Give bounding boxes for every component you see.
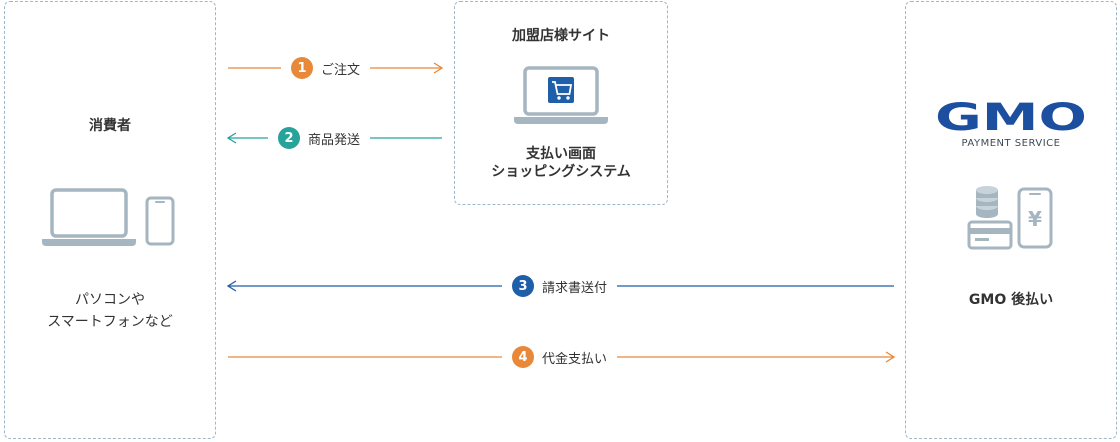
laptop-icon bbox=[42, 188, 136, 246]
step-label-order: ご注文 bbox=[321, 62, 361, 78]
coin-stack-icon bbox=[976, 186, 998, 218]
arrowhead-payment bbox=[885, 351, 896, 363]
arrowhead-order bbox=[433, 62, 444, 74]
gmo-logo: GMO bbox=[935, 99, 1087, 135]
payment-methods-icon: ¥ bbox=[967, 186, 1053, 250]
gmo-service-name: GMO 後払い bbox=[968, 292, 1054, 308]
merchant-caption-line2: ショッピングシステム bbox=[491, 164, 631, 180]
step-badge-1: 1 bbox=[291, 57, 313, 79]
shopping-laptop-icon bbox=[514, 66, 608, 124]
step-badge-3: 3 bbox=[512, 275, 534, 297]
consumer-devices-line2: スマートフォンなど bbox=[47, 314, 173, 330]
svg-text:GMO: GMO bbox=[935, 99, 1087, 135]
consumer-devices-line1: パソコンや bbox=[75, 292, 145, 308]
cart-icon bbox=[552, 81, 573, 95]
merchant-box bbox=[454, 1, 668, 205]
gmo-logo-subtitle: PAYMENT SERVICE bbox=[961, 138, 1061, 149]
merchant-title: 加盟店様サイト bbox=[512, 28, 610, 44]
smartphone-yen-icon: ¥ bbox=[1017, 187, 1053, 249]
gmo-box bbox=[905, 1, 1117, 439]
credit-card-icon bbox=[967, 220, 1013, 250]
step-badge-4: 4 bbox=[512, 346, 534, 368]
svg-text:¥: ¥ bbox=[1028, 207, 1042, 231]
step-label-payment: 代金支払い bbox=[542, 351, 608, 367]
step-label-shipping: 商品発送 bbox=[308, 132, 361, 148]
step-order: 1 ご注文 bbox=[281, 55, 371, 81]
arrowhead-invoice bbox=[226, 280, 237, 292]
step-label-invoice: 請求書送付 bbox=[542, 280, 608, 296]
consumer-title: 消費者 bbox=[89, 118, 131, 134]
step-invoice: 3 請求書送付 bbox=[502, 273, 618, 299]
arrowhead-shipping bbox=[226, 132, 237, 144]
merchant-caption-line1: 支払い画面 bbox=[526, 146, 596, 162]
smartphone-icon bbox=[145, 196, 175, 246]
step-payment: 4 代金支払い bbox=[502, 344, 618, 370]
step-badge-2: 2 bbox=[278, 127, 300, 149]
consumer-box bbox=[4, 1, 216, 439]
step-shipping: 2 商品発送 bbox=[268, 125, 371, 151]
